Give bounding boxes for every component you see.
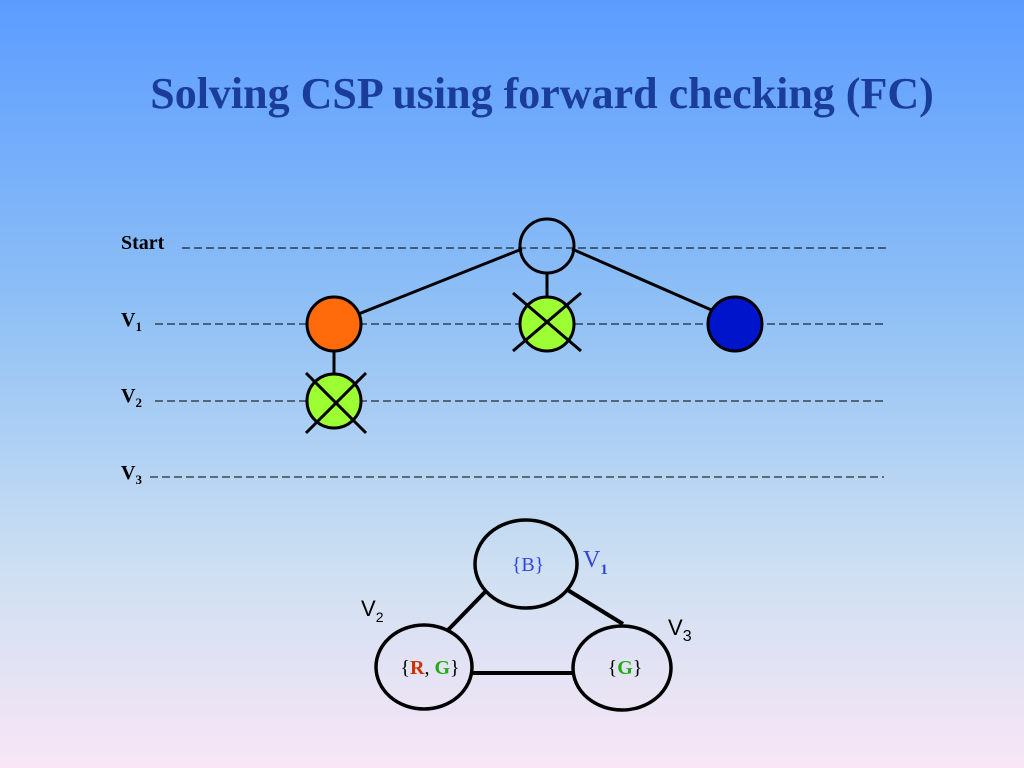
constraint-node-v3	[571, 624, 673, 712]
cross-mark-v1-green	[512, 291, 582, 353]
level-label-v2: V2	[121, 385, 142, 410]
constraint-node-v2	[374, 623, 474, 711]
domain-v2: {R, G}	[400, 657, 459, 679]
var-name-v3: V3	[668, 615, 692, 645]
cross-mark-v2-green	[304, 371, 368, 435]
var-name-v1: V1	[583, 547, 608, 578]
level-label-v1: V1	[121, 309, 142, 334]
edge-root-orange	[355, 247, 523, 317]
tree-node-root	[518, 217, 576, 275]
edge-root-blue	[571, 247, 717, 314]
domain-v1: {B}	[512, 554, 545, 576]
level-label-start: Start	[121, 232, 165, 254]
domain-v3: {G}	[608, 657, 643, 679]
tree-node-v1-orange	[305, 295, 363, 353]
constraint-node-v1	[473, 518, 579, 610]
slide-title: Solving CSP using forward checking (FC)	[150, 69, 934, 118]
level-label-v3: V3	[121, 462, 142, 487]
tree-node-v1-blue	[706, 295, 764, 353]
constraint-edge-v1-v2	[446, 589, 488, 632]
var-name-v2: V2	[361, 596, 384, 625]
constraint-edge-v1-v3	[564, 587, 625, 626]
